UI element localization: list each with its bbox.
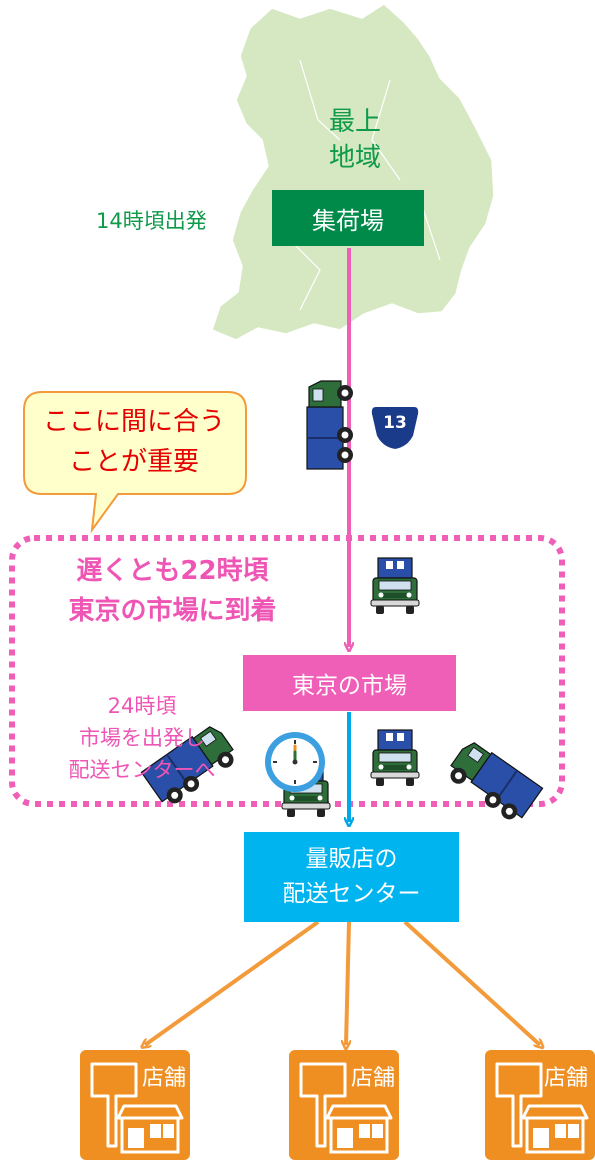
truck-icon [443, 736, 544, 827]
callout-line2: ことが重要 [68, 447, 199, 477]
departure-24-line3: 配送センターへ [68, 758, 216, 782]
departure-24-text: 24時頃 市場を出発し 配送センターへ [57, 690, 227, 786]
departure-time-label: 14時頃出発 [96, 209, 207, 233]
distribution-center-box: 量販店の 配送センター [244, 832, 459, 922]
route-to-store-right [403, 920, 540, 1045]
region-label: 最上 地域 [300, 104, 410, 176]
route-sign-icon [369, 405, 421, 452]
deadline-text: 遅くとも22時頃 東京の市場に到着 [20, 551, 325, 631]
deadline-line2: 東京の市場に到着 [68, 596, 277, 626]
truck-icon [370, 729, 420, 787]
region-label-line2: 地域 [328, 143, 381, 173]
deadline-line1: 遅くとも22時頃 [76, 556, 269, 586]
route-number-label: 13 [383, 413, 407, 433]
tokyo-market-box: 東京の市場 [243, 655, 456, 711]
callout-line1: ここに間に合う [42, 407, 225, 437]
departure-24-line1: 24時頃 [107, 694, 177, 718]
region-label-line1: 最上 [328, 107, 381, 137]
clock-icon [265, 732, 325, 792]
distribution-center-line2: 配送センター [282, 881, 421, 907]
truck-icon [370, 557, 420, 615]
departure-24-line2: 市場を出発し [79, 726, 205, 750]
callout-text: ここに間に合う ことが重要 [28, 402, 240, 482]
truck-icon [306, 380, 354, 470]
collection-site-box: 集荷場 [272, 190, 424, 246]
store-label-left: 店舗 [142, 1066, 187, 1091]
route-to-store-center [346, 921, 349, 1045]
callout-bubble [23, 391, 247, 534]
store-label-right: 店舗 [544, 1066, 589, 1091]
mogami-region-map [211, 3, 495, 341]
store-label-center: 店舗 [351, 1066, 396, 1091]
distribution-center-line1: 量販店の [305, 846, 398, 872]
route-to-store-left [145, 920, 320, 1045]
